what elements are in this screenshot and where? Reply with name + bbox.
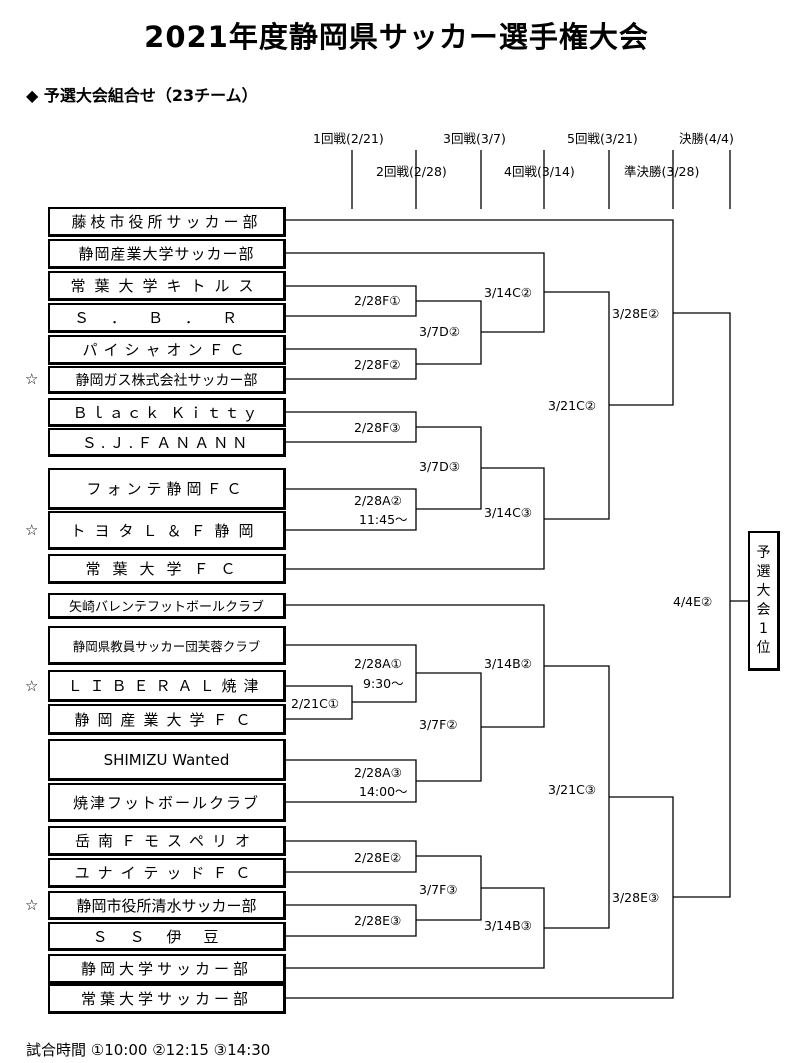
winner-box-char: 1 — [759, 620, 768, 637]
seed-star-icon: ☆ — [25, 896, 39, 914]
team-box: ＳＳ伊豆 — [48, 922, 286, 951]
team-box: フォンテ静岡ＦＣ — [48, 468, 286, 510]
team-box: 静岡市役所清水サッカー部 — [48, 891, 286, 920]
match-label: 3/14B② — [484, 656, 532, 671]
team-box: 矢崎バレンテフットボールクラブ — [48, 593, 286, 619]
match-label: 3/14C② — [484, 285, 533, 300]
match-time: 14:00～ — [359, 784, 408, 799]
match-label: 3/14C③ — [484, 505, 533, 520]
team-box: ユナイテッドＦＣ — [48, 858, 286, 888]
final-match-label: 4/4E② — [673, 594, 713, 609]
team-box: 静岡産業大学ＦＣ — [48, 704, 286, 735]
team-box: 静岡大学サッカー部 — [48, 954, 286, 984]
winner-box-char: 位 — [756, 639, 771, 656]
team-box: 静岡ガス株式会社サッカー部 — [48, 366, 286, 394]
match-label: 2/28A① — [354, 656, 402, 671]
round-header-r5: 5回戦(3/21) — [567, 131, 638, 146]
team-box: 藤枝市役所サッカー部 — [48, 207, 286, 237]
subtitle: ◆ 予選大会組合せ（23チーム） — [26, 86, 258, 105]
team-box: Ｂｌａｃｋ Ｋｉｔｔｙ — [48, 398, 286, 427]
team-box: 静岡県教員サッカー団芙蓉クラブ — [48, 626, 286, 665]
match-label: 3/7F③ — [419, 882, 458, 897]
match-label: 2/28F③ — [354, 420, 401, 435]
match-label: 2/21C① — [291, 696, 340, 711]
match-label: 3/21C③ — [548, 782, 597, 797]
team-box: トヨタＬ＆Ｆ静岡 — [48, 511, 286, 550]
round-header-r1: 1回戦(2/21) — [313, 131, 384, 146]
team-box: 常葉大学サッカー部 — [48, 984, 286, 1014]
page-title: 2021年度静岡県サッカー選手権大会 — [144, 20, 649, 54]
team-box: 常葉大学ＦＣ — [48, 554, 286, 584]
round-header-r3: 3回戦(3/7) — [443, 131, 506, 146]
match-label: 3/28E③ — [612, 890, 660, 905]
qualifier-winner-box: 予 選 大 会 1 位 — [748, 531, 780, 671]
match-label: 2/28E③ — [354, 913, 402, 928]
winner-box-char: 予 — [756, 544, 771, 561]
team-box: パイシャオンＦＣ — [48, 335, 286, 365]
match-label: 3/21C② — [548, 398, 597, 413]
match-label: 3/7D② — [419, 324, 460, 339]
match-time: 11:45～ — [359, 512, 408, 527]
team-box: SHIMIZU Wanted — [48, 739, 286, 781]
winner-box-char: 大 — [756, 582, 771, 599]
match-time: 9:30～ — [363, 676, 404, 691]
team-box: ＬＩＢＥＲＡＬ焼津 — [48, 670, 286, 702]
seed-star-icon: ☆ — [25, 370, 39, 388]
match-times-footer: 試合時間 ①10:00 ②12:15 ③14:30 — [26, 1041, 271, 1059]
team-box: 常葉大学キトルス — [48, 271, 286, 301]
match-label: 2/28A② — [354, 493, 402, 508]
match-label: 2/28F② — [354, 357, 401, 372]
round-header-r4: 4回戦(3/14) — [504, 164, 575, 179]
seed-star-icon: ☆ — [25, 677, 39, 695]
team-box: 静岡産業大学サッカー部 — [48, 239, 286, 269]
team-box: Ｓ．Ｂ．Ｒ — [48, 303, 286, 333]
round-header-sf: 準決勝(3/28) — [624, 164, 700, 179]
round-header-r2: 2回戦(2/28) — [376, 164, 447, 179]
team-box: 焼津フットボールクラブ — [48, 783, 286, 822]
team-box: Ｓ.Ｊ.ＦＡＮＡＮＮ — [48, 428, 286, 457]
match-label: 2/28A③ — [354, 765, 402, 780]
team-box: 岳南Ｆモスペリオ — [48, 826, 286, 856]
match-label: 2/28E② — [354, 850, 402, 865]
match-label: 3/7F② — [419, 717, 458, 732]
round-header-final: 決勝(4/4) — [679, 131, 734, 146]
match-label: 3/28E② — [612, 306, 660, 321]
winner-box-char: 会 — [756, 601, 771, 618]
match-label: 3/7D③ — [419, 459, 460, 474]
match-label: 2/28F① — [354, 293, 401, 308]
match-label: 3/14B③ — [484, 918, 532, 933]
seed-star-icon: ☆ — [25, 521, 39, 539]
winner-box-char: 選 — [756, 563, 771, 580]
